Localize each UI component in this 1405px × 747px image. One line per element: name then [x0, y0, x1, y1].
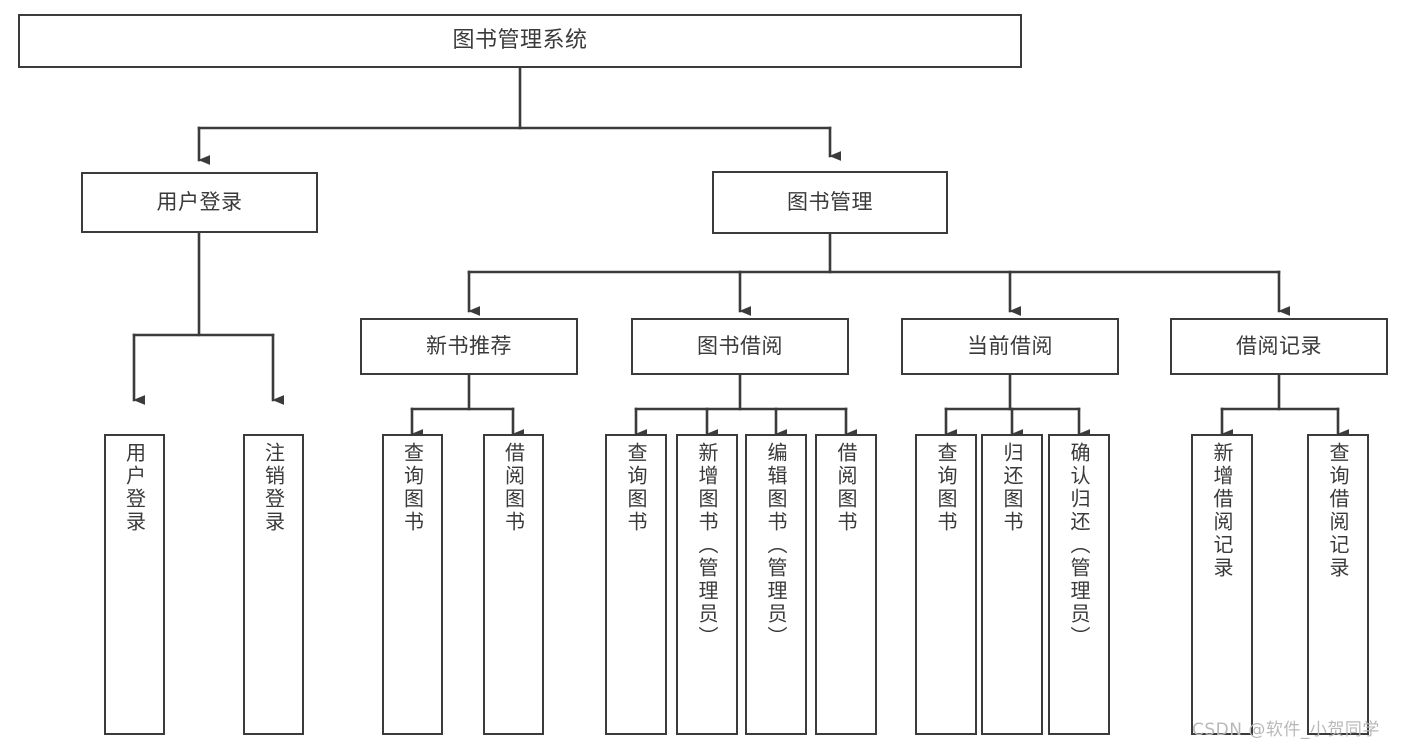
node-book-borrow-label: 图书借阅	[697, 333, 783, 358]
leaf-label: 查询图书	[400, 442, 425, 534]
leaf-label: 用户登录	[122, 442, 147, 534]
node-borrow-record-label: 借阅记录	[1236, 333, 1322, 358]
node-user-login-label: 用户登录	[156, 189, 243, 214]
node-current-borrow[interactable]: 当前借阅	[901, 318, 1119, 375]
csdn-watermark: CSDN @软件_小贺同学	[1192, 720, 1380, 740]
node-root[interactable]: 图书管理系统	[18, 14, 1022, 68]
leaf-new-book-query[interactable]: 查询图书	[382, 434, 443, 735]
node-new-book-recommend[interactable]: 新书推荐	[360, 318, 578, 375]
leaf-new-book-borrow[interactable]: 借阅图书	[483, 434, 544, 735]
leaf-label: 查询图书	[624, 442, 648, 534]
leaf-label: 借阅图书	[501, 442, 526, 534]
leaf-label: 借阅图书	[834, 442, 858, 534]
node-book-management-label: 图书管理	[787, 189, 873, 214]
leaf-borrow-record-add[interactable]: 新增借阅记录	[1191, 434, 1253, 735]
leaf-label: 新增借阅记录	[1210, 442, 1234, 580]
leaf-user-login-logout[interactable]: 注销登录	[243, 434, 304, 735]
node-new-book-recommend-label: 新书推荐	[426, 333, 512, 358]
leaf-label: 归还图书	[1000, 442, 1024, 534]
leaf-user-login-login[interactable]: 用户登录	[104, 434, 165, 735]
leaf-book-borrow-lend[interactable]: 借阅图书	[815, 434, 877, 735]
leaf-current-borrow-return[interactable]: 归还图书	[981, 434, 1043, 735]
leaf-label: 编辑图书（管理员）	[764, 442, 788, 649]
leaf-borrow-record-query[interactable]: 查询借阅记录	[1307, 434, 1369, 735]
leaf-current-borrow-query[interactable]: 查询图书	[915, 434, 977, 735]
leaf-label: 确认归还（管理员）	[1067, 442, 1091, 649]
leaf-label: 查询图书	[934, 442, 958, 534]
node-book-borrow[interactable]: 图书借阅	[631, 318, 849, 375]
leaf-label: 注销登录	[261, 442, 286, 534]
leaf-book-borrow-query[interactable]: 查询图书	[605, 434, 667, 735]
node-borrow-record[interactable]: 借阅记录	[1170, 318, 1388, 375]
node-root-label: 图书管理系统	[452, 27, 588, 53]
node-user-login[interactable]: 用户登录	[81, 172, 318, 233]
node-current-borrow-label: 当前借阅	[967, 333, 1053, 358]
leaf-label: 新增图书（管理员）	[695, 442, 719, 649]
node-book-management[interactable]: 图书管理	[712, 171, 948, 234]
leaf-book-borrow-add[interactable]: 新增图书（管理员）	[676, 434, 738, 735]
leaf-label: 查询借阅记录	[1326, 442, 1350, 580]
leaf-book-borrow-edit[interactable]: 编辑图书（管理员）	[745, 434, 807, 735]
leaf-current-borrow-confirm[interactable]: 确认归还（管理员）	[1048, 434, 1110, 735]
